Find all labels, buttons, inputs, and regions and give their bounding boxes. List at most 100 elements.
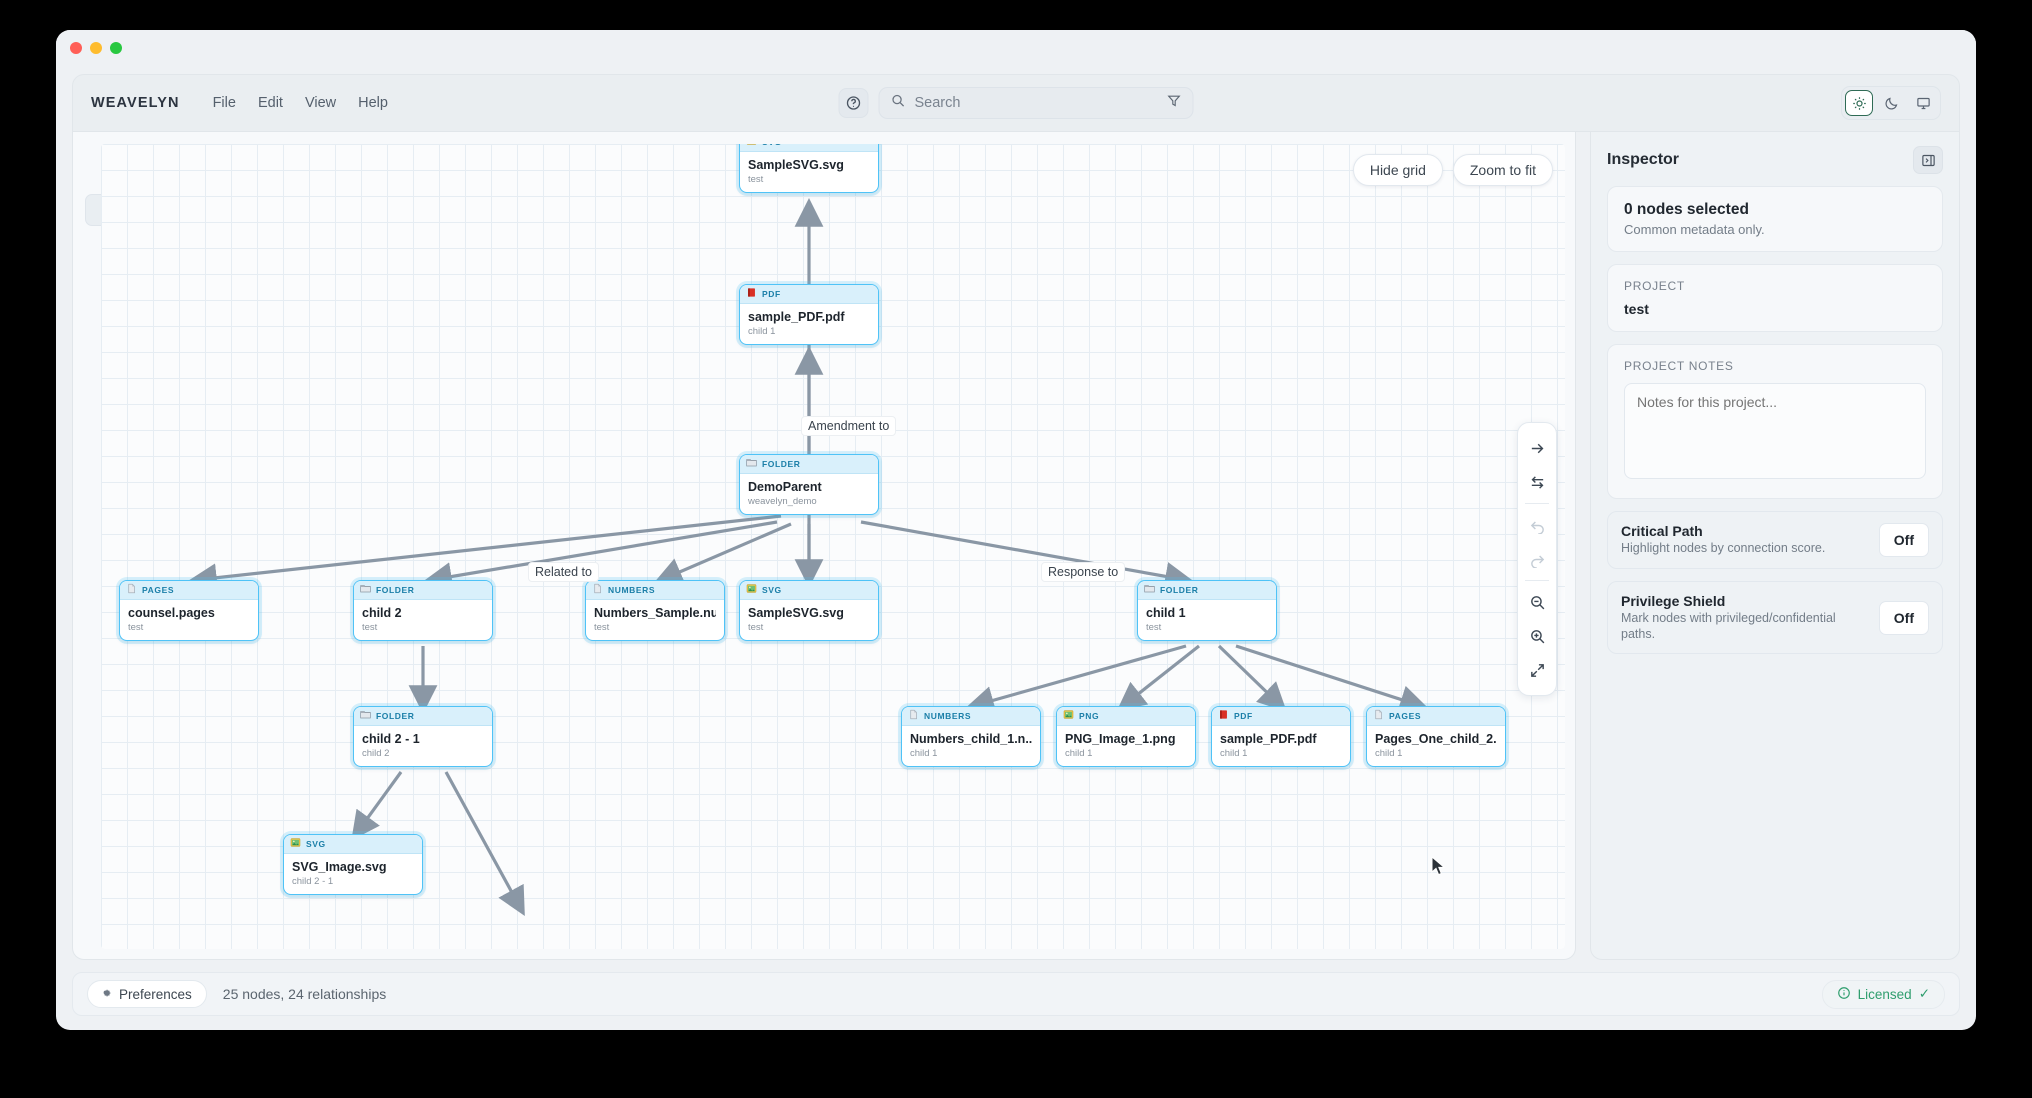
menu-file[interactable]: File	[212, 95, 236, 111]
graph-node-type: PDF	[762, 289, 781, 299]
canvas-button-group: Hide grid Zoom to fit	[1352, 154, 1553, 186]
undo-icon[interactable]	[1520, 508, 1554, 542]
svg-file-icon	[746, 144, 757, 151]
expand-icon[interactable]	[1520, 653, 1554, 687]
graph-node-subtitle: test	[748, 622, 764, 633]
question-circle-icon[interactable]	[838, 88, 869, 118]
window-titlebar	[56, 30, 1976, 66]
selection-title: 0 nodes selected	[1624, 201, 1749, 218]
graph-node-header: PAGES	[120, 581, 258, 600]
graph-edge-label: Response to	[1041, 562, 1126, 582]
zoom-in-icon[interactable]	[1520, 619, 1554, 653]
swap-arrows-icon[interactable]	[1520, 465, 1554, 499]
info-circle-icon	[1837, 986, 1851, 1003]
filter-icon[interactable]	[1167, 93, 1182, 113]
redo-icon[interactable]	[1520, 542, 1554, 576]
gear-icon	[99, 986, 112, 1002]
numbers-file-icon	[592, 581, 603, 599]
privilege-shield-toggle-button[interactable]: Off	[1878, 600, 1929, 635]
graph-node-type: PAGES	[1389, 711, 1422, 721]
minimize-window-button[interactable]	[90, 42, 102, 54]
close-window-button[interactable]	[70, 42, 82, 54]
graph-canvas[interactable]: Hide grid Zoom to fit	[72, 132, 1576, 960]
project-value: test	[1624, 301, 1649, 317]
app-toolbar: WEAVELYN File Edit View Help Search	[72, 74, 1960, 132]
graph-node-title: child 2	[362, 606, 402, 620]
license-status-badge: Licensed ✓	[1821, 979, 1945, 1009]
graph-viewport[interactable]: SVGSampleSVG.svgtestPDFsample_PDF.pdfchi…	[101, 144, 1565, 949]
menu-help[interactable]: Help	[358, 95, 388, 111]
sun-icon[interactable]	[1845, 90, 1873, 116]
zoom-to-fit-button[interactable]: Zoom to fit	[1452, 154, 1553, 186]
graph-node-title: child 2 - 1	[362, 732, 420, 746]
maximize-window-button[interactable]	[110, 42, 122, 54]
selection-card: 0 nodes selected Common metadata only.	[1607, 186, 1943, 252]
graph-node-title: SVG_Image.svg	[292, 860, 387, 874]
selection-subtitle: Common metadata only.	[1624, 222, 1765, 237]
folder-icon	[1144, 581, 1155, 599]
license-check: ✓	[1918, 986, 1930, 1001]
preferences-button[interactable]: Preferences	[87, 980, 207, 1008]
toolbar-divider	[1525, 580, 1549, 581]
project-notes-card: PROJECT NOTES	[1607, 344, 1943, 499]
critical-path-toggle-button[interactable]: Off	[1878, 523, 1929, 557]
graph-node-type: NUMBERS	[608, 585, 656, 595]
graph-node[interactable]: FOLDER child 2 - 1 child 2	[353, 706, 493, 767]
graph-node-body: child 2 - 1 child 2	[354, 726, 492, 766]
graph-node-body: Numbers_child_1.n...child 1	[902, 726, 1040, 766]
graph-node-header: PNG	[1057, 707, 1195, 726]
graph-node-subtitle: child 1	[1375, 748, 1403, 759]
search-input[interactable]: Search	[878, 87, 1194, 119]
graph-node-header: PDF	[740, 285, 878, 304]
folder-icon	[746, 455, 757, 473]
graph-node-header: FOLDER	[1138, 581, 1276, 600]
project-notes-input[interactable]	[1624, 383, 1926, 479]
critical-path-title: Critical Path	[1621, 523, 1703, 540]
graph-node-header: PDF	[1212, 707, 1350, 726]
graph-node-header: FOLDER	[354, 707, 492, 726]
graph-node-type: FOLDER	[762, 459, 801, 469]
graph-node-type: FOLDER	[376, 585, 415, 595]
menu-view[interactable]: View	[304, 95, 337, 111]
graph-node-subtitle: test	[748, 174, 764, 185]
graph-node-title: SampleSVG.svg	[748, 606, 844, 620]
menu-edit[interactable]: Edit	[257, 95, 283, 111]
toolbar-divider	[1525, 503, 1549, 504]
canvas-vertical-toolbar	[1517, 422, 1557, 696]
search-placeholder: Search	[914, 95, 961, 111]
hide-grid-button[interactable]: Hide grid	[1352, 154, 1443, 186]
monitor-icon[interactable]	[1909, 90, 1937, 116]
arrow-right-icon[interactable]	[1520, 431, 1554, 465]
folder-icon	[360, 581, 371, 599]
graph-node-subtitle: child 2	[362, 748, 390, 759]
graph-node-subtitle: child 1	[1065, 748, 1093, 759]
graph-edge-label: Amendment to	[801, 416, 897, 436]
graph-node-title: sample_PDF.pdf	[748, 310, 845, 324]
graph-node-type: PAGES	[142, 585, 175, 595]
status-bar: Preferences 25 nodes, 24 relationships L…	[72, 972, 1960, 1016]
project-card: PROJECT test	[1607, 264, 1943, 332]
moon-icon[interactable]	[1877, 90, 1905, 116]
zoom-out-icon[interactable]	[1520, 585, 1554, 619]
graph-node-subtitle: child 1	[748, 326, 776, 337]
panel-collapse-icon[interactable]	[1913, 146, 1943, 174]
